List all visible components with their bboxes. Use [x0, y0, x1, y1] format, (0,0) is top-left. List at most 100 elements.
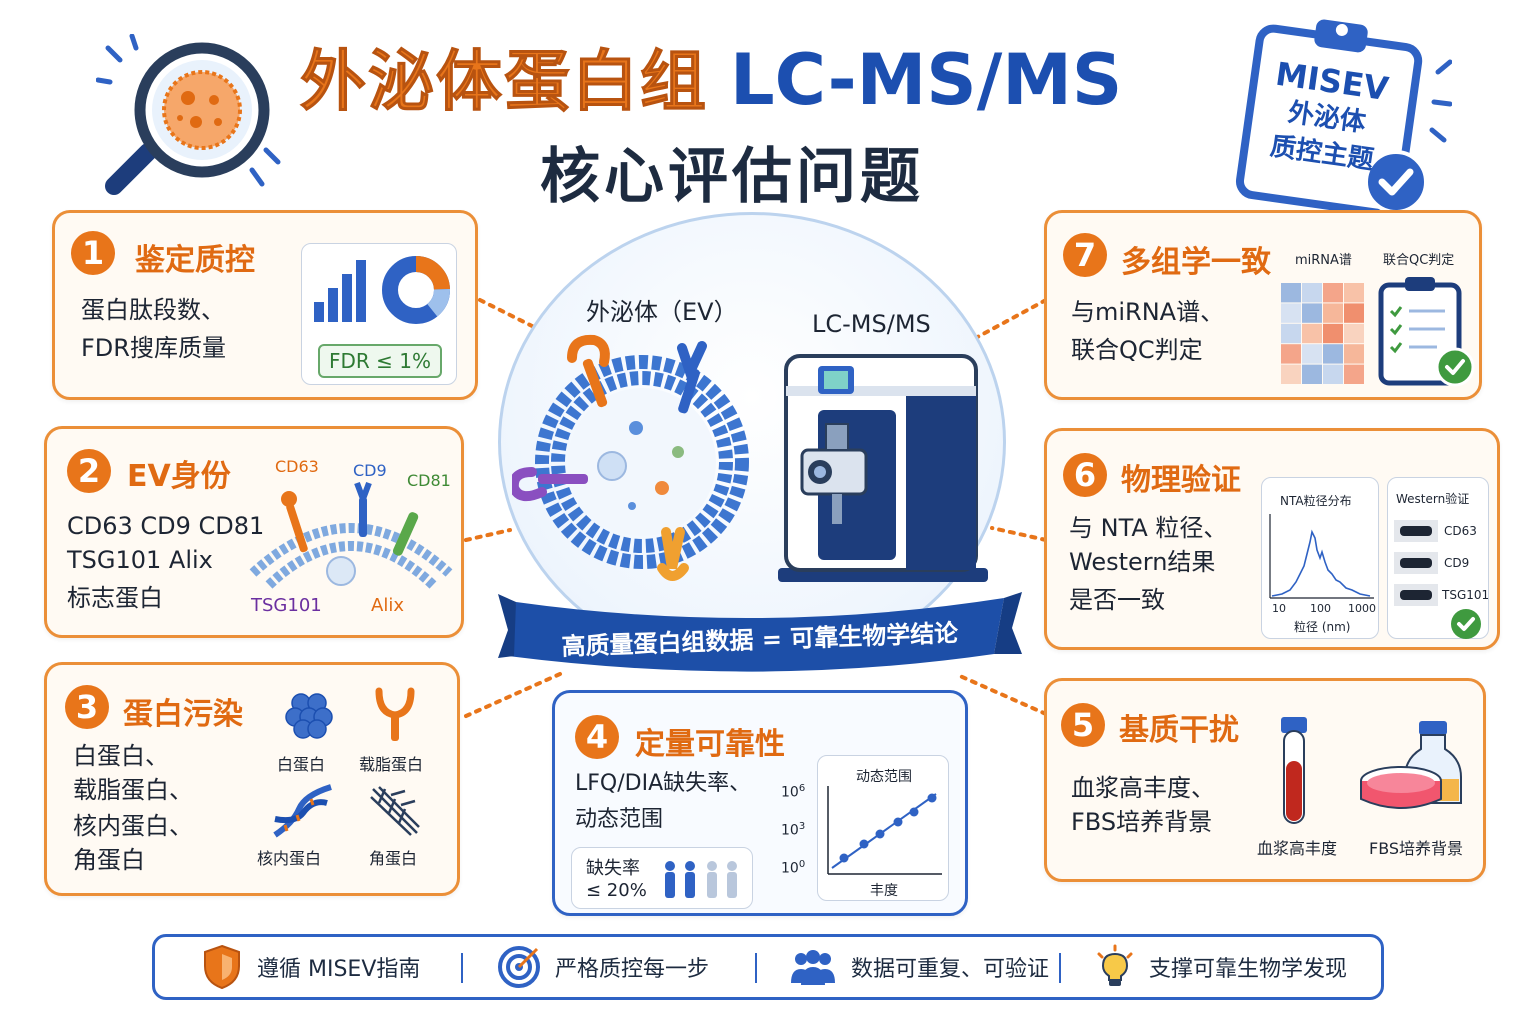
card-3-desc-2: 载脂蛋白、 [73, 776, 193, 804]
dynamic-range-title: 动态范围 [856, 769, 912, 785]
card-6-desc-3: 是否一致 [1069, 586, 1165, 614]
missing-rate-value: ≤ 20% [586, 880, 647, 901]
summary-separator [1059, 953, 1061, 983]
card-6-title: 物理验证 [1121, 463, 1241, 498]
heatmap-cell [1344, 344, 1364, 364]
page-subtitle: 核心评估问题 [540, 142, 924, 212]
card-1-desc-1: 蛋白肽段数、 [81, 296, 225, 324]
marker-cd9-label: CD9 [353, 461, 387, 480]
card-1-title: 鉴定质控 [135, 243, 255, 278]
nta-x-1000: 1000 [1348, 602, 1376, 615]
card-5-desc-1: 血浆高丰度、 [1071, 774, 1215, 802]
card-4-desc-1: LFQ/DIA缺失率、 [575, 771, 752, 796]
apolipoprotein-label: 载脂蛋白 [359, 755, 424, 774]
card-7-desc-1: 与miRNA谱、 [1071, 298, 1225, 326]
summary-item-discovery: 支撑可靠生物学发现 [1095, 937, 1347, 997]
tick-1e0: 100 [781, 859, 806, 877]
dynamic-range-plot [827, 786, 942, 875]
apolipoprotein-icon [375, 687, 415, 741]
card-7-number: 7 [1063, 233, 1107, 277]
marker-cd81-label: CD81 [407, 471, 451, 490]
tick-1e6: 106 [781, 783, 806, 801]
card-2-desc-1: CD63 CD9 CD81 [67, 512, 265, 540]
marker-cd63-label: CD63 [275, 457, 319, 476]
clipboard-icon [1235, 19, 1452, 216]
western-title: Western验证 [1396, 492, 1470, 506]
target-icon [498, 946, 540, 988]
heatmap-cell [1323, 303, 1343, 323]
nta-distribution-plot [1269, 514, 1374, 599]
mirna-label: miRNA谱 [1295, 253, 1352, 268]
heatmap-cell [1302, 303, 1322, 323]
albumin-icon [285, 693, 333, 739]
tick-1e3: 103 [781, 821, 806, 839]
blood-tube-icon [1281, 717, 1307, 824]
heatmap-cell [1344, 283, 1364, 303]
dynamic-range-xlabel: 丰度 [870, 883, 898, 899]
western-cd63: CD63 [1444, 524, 1477, 538]
card-identification-qc: 1 鉴定质控 蛋白肽段数、 FDR搜库质量 FDR ≤ 1% [52, 210, 478, 400]
card-5-number: 5 [1061, 703, 1105, 747]
title-chinese: 外泌体蛋白组 [300, 43, 708, 121]
card-1-number: 1 [71, 231, 115, 275]
check-icon [1451, 609, 1481, 639]
heatmap-cell [1302, 364, 1322, 384]
card-2-desc-3: 标志蛋白 [67, 584, 163, 612]
missing-rate-panel: 缺失率 ≤ 20% [571, 847, 753, 909]
heatmap-cell [1323, 283, 1343, 303]
heatmap-cell [1323, 364, 1343, 384]
card-protein-contamination: 3 蛋白污染 白蛋白、 载脂蛋白、 核内蛋白、 角蛋白 白蛋白 载脂蛋白 核内蛋… [44, 662, 460, 896]
card-7-desc-2: 联合QC判定 [1071, 336, 1203, 364]
exosome-vesicle-icon [512, 334, 749, 581]
card-ev-identity: 2 EV身份 CD63 CD9 CD81 TSG101 Alix 标志蛋白 CD… [44, 426, 464, 638]
joint-qc-clipboard-icon [1378, 277, 1475, 387]
heatmap-cell [1281, 364, 1301, 384]
card-3-title: 蛋白污染 [123, 697, 243, 732]
card-2-title: EV身份 [127, 459, 231, 494]
heatmap-cell [1281, 323, 1301, 344]
western-panel: Western验证 CD63 CD9 TSG101 [1387, 477, 1489, 639]
joint-qc-label: 联合QC判定 [1383, 253, 1455, 268]
fdr-threshold-badge: FDR ≤ 1% [318, 344, 442, 378]
conclusion-banner: 高质量蛋白组数据 = 可靠生物学结论 [498, 592, 1022, 672]
card-quant-reliability: 4 定量可靠性 LFQ/DIA缺失率、 动态范围 缺失率 ≤ 20% 动态范围 … [552, 690, 968, 916]
bottom-summary-bar: 遵循 MISEV指南 严格质控每一步 数据可重复、可验证 支撑可靠生物学发现 [152, 934, 1384, 1000]
heatmap-cell [1281, 283, 1301, 303]
card-matrix-interference: 5 基质干扰 血浆高丰度、 FBS培养背景 血浆高丰度 FBS培养背景 [1044, 678, 1486, 882]
heatmap-cell [1281, 303, 1301, 323]
card-5-desc-2: FBS培养背景 [1071, 808, 1213, 836]
heatmap-cell [1302, 283, 1322, 303]
plasma-label: 血浆高丰度 [1257, 839, 1338, 858]
heatmap-cell [1344, 303, 1364, 323]
card-4-title: 定量可靠性 [635, 727, 785, 762]
card-6-desc-1: 与 NTA 粒径、 [1069, 514, 1228, 542]
nta-xlabel: 粒径 (nm) [1294, 620, 1351, 634]
heatmap-cell [1302, 344, 1322, 364]
nuclear-protein-label: 核内蛋白 [257, 849, 322, 868]
mass-spec-label: LC-MS/MS [812, 310, 931, 338]
card-physical-validation: 6 物理验证 与 NTA 粒径、 Western结果 是否一致 NTA粒径分布 … [1044, 428, 1500, 650]
team-icon [791, 950, 835, 985]
missing-rate-label: 缺失率 [586, 858, 640, 879]
western-bands [1394, 520, 1438, 606]
membrane-markers-icon [249, 481, 453, 589]
nta-x-100: 100 [1310, 602, 1331, 615]
nta-x-10: 10 [1272, 602, 1286, 615]
summary-separator [461, 953, 463, 983]
heatmap-cell [1344, 364, 1364, 384]
people-icons [665, 861, 737, 898]
mass-spectrometer-icon [778, 354, 988, 582]
card-6-desc-2: Western结果 [1069, 548, 1216, 576]
summary-text-reproducible: 数据可重复、可验证 [851, 957, 1050, 982]
summary-text-qc: 严格质控每一步 [555, 957, 710, 982]
card-2-number: 2 [67, 449, 111, 493]
summary-item-reproducible: 数据可重复、可验证 [789, 937, 1049, 997]
card-3-desc-1: 白蛋白、 [73, 742, 169, 770]
summary-text-discovery: 支撑可靠生物学发现 [1149, 957, 1348, 982]
magnifier-exosome-icon [96, 34, 281, 195]
heatmap-cell [1323, 344, 1343, 364]
nta-panel: NTA粒径分布 10 100 1000 粒径 (nm) [1261, 477, 1379, 639]
nta-title: NTA粒径分布 [1280, 494, 1352, 508]
summary-text-misev: 遵循 MISEV指南 [257, 957, 421, 982]
